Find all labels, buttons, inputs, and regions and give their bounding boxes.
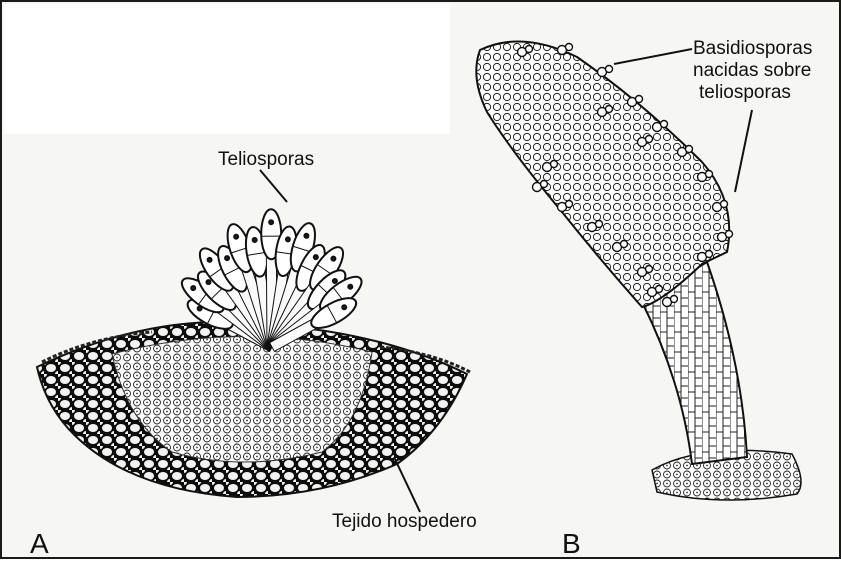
panel-label-b: B bbox=[562, 529, 581, 559]
leader-basidio-1 bbox=[614, 49, 692, 64]
column-head bbox=[476, 41, 729, 307]
sorus-drawing bbox=[37, 209, 470, 497]
label-teliosporas: Teliosporas bbox=[218, 149, 314, 171]
leader-teliosporas bbox=[260, 170, 287, 202]
leader-tejido bbox=[394, 457, 420, 512]
panel-label-a: A bbox=[30, 529, 49, 559]
leader-basidio-2 bbox=[735, 110, 752, 192]
label-basidiosporas-1: Basidiosporas bbox=[693, 38, 812, 60]
label-basidiosporas-2: nacidas sobre bbox=[693, 60, 811, 82]
label-tejido-hospedero: Tejido hospedero bbox=[332, 511, 477, 533]
label-basidiosporas-3: teliosporas bbox=[699, 82, 791, 104]
